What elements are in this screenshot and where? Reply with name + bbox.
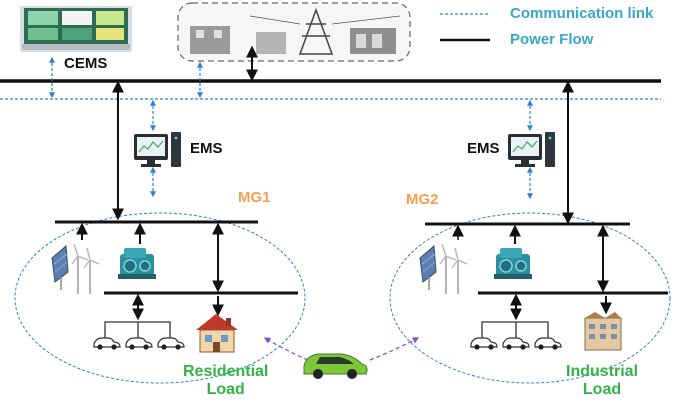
- power-grid-icon: [177, 2, 411, 62]
- car-icon: [93, 337, 121, 351]
- factory-icon: [584, 312, 622, 351]
- ev-link-mg1: [263, 337, 309, 361]
- cems-label: CEMS: [64, 55, 108, 72]
- house-icon: [196, 314, 238, 353]
- legend-power-label: Power Flow: [510, 31, 594, 48]
- computer-icon: [507, 131, 556, 168]
- generator-icon: [493, 247, 533, 280]
- solar-wind-icon: [419, 243, 468, 295]
- industrial-load-label: Industrial Load: [566, 363, 639, 399]
- generator-icon: [117, 247, 157, 280]
- car-icon: [502, 337, 530, 351]
- car-icon: [125, 337, 153, 351]
- solar-wind-icon: [51, 243, 100, 295]
- mg2-ev-distribution: [481, 321, 549, 338]
- control-center-icon: [20, 6, 132, 52]
- car-icon: [534, 337, 562, 351]
- mg1-boundary: [14, 212, 306, 384]
- mg1-label: MG1: [238, 189, 271, 206]
- ems-left-label: EMS: [190, 140, 223, 157]
- legend-communication-label: Communication link: [510, 5, 654, 22]
- legend: [440, 13, 490, 42]
- mg2-boundary: [389, 212, 671, 384]
- electric-vehicle-icon: [303, 353, 368, 379]
- mg2-label: MG2: [406, 191, 439, 208]
- car-icon: [470, 337, 498, 351]
- residential-load-label: Residential Load: [183, 363, 269, 399]
- ev-link-mg2: [369, 337, 420, 361]
- car-icon: [157, 337, 185, 351]
- ems-right-label: EMS: [467, 140, 500, 157]
- computer-icon: [133, 131, 182, 168]
